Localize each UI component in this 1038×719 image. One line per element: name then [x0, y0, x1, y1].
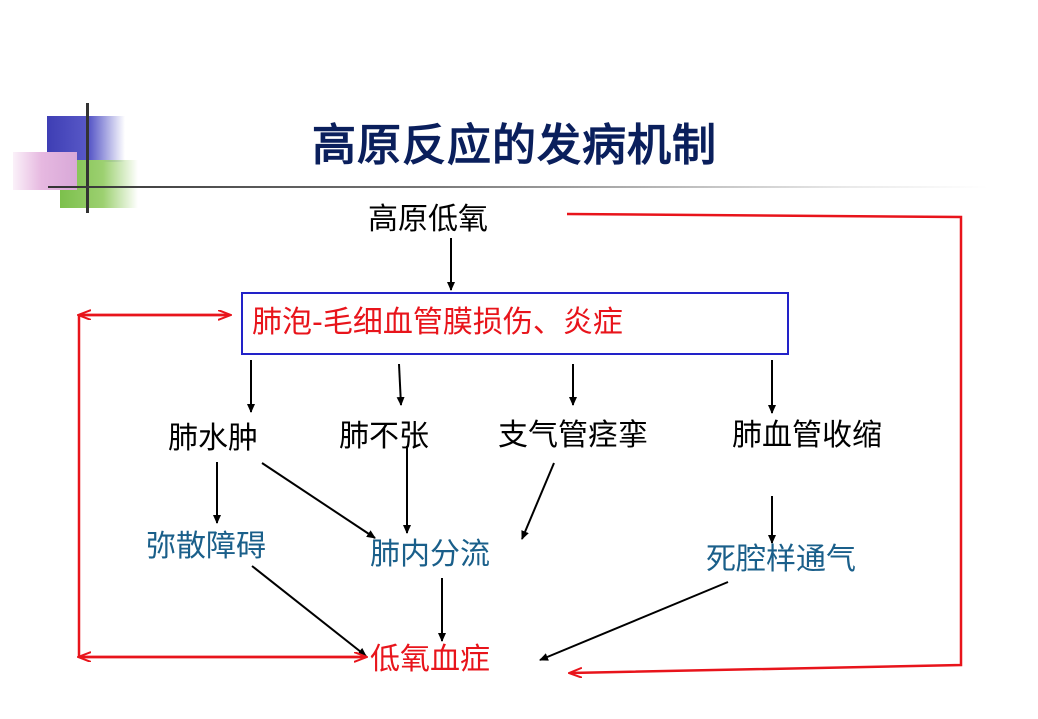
node-dead-space: 死腔样通气 [706, 542, 856, 577]
arrow-bronchospasm-to-shunt [521, 462, 555, 540]
arrow-deadspace-to-hypoxemia [539, 581, 729, 661]
node-hypoxia-altitude: 高原低氧 [368, 202, 488, 237]
node-hypoxemia: 低氧血症 [370, 642, 490, 677]
node-membrane-damage: 肺泡-毛细血管膜损伤、炎症 [252, 305, 623, 340]
page-title: 高原反应的发病机制 [312, 120, 717, 171]
arrow-diffusion-to-hypoxemia [251, 565, 367, 657]
deco-pink-square [13, 152, 77, 190]
node-vasoconstriction: 肺血管收缩 [732, 418, 882, 453]
node-bronchospasm: 支气管痉挛 [498, 418, 648, 453]
node-atelectasis: 肺不张 [339, 419, 429, 454]
deco-horizontal-line [48, 186, 988, 188]
arrow-edema-to-shunt [261, 462, 376, 539]
membrane-damage-box [241, 292, 789, 355]
arrow-membrane-to-atelectasis [396, 363, 405, 406]
red-loop-right [566, 212, 963, 673]
node-intrapulmonary-shunt: 肺内分流 [370, 537, 490, 572]
deco-vertical-line [86, 103, 89, 213]
node-diffusion-disorder: 弥散障碍 [146, 529, 266, 564]
node-pulmonary-edema: 肺水肿 [168, 421, 258, 456]
